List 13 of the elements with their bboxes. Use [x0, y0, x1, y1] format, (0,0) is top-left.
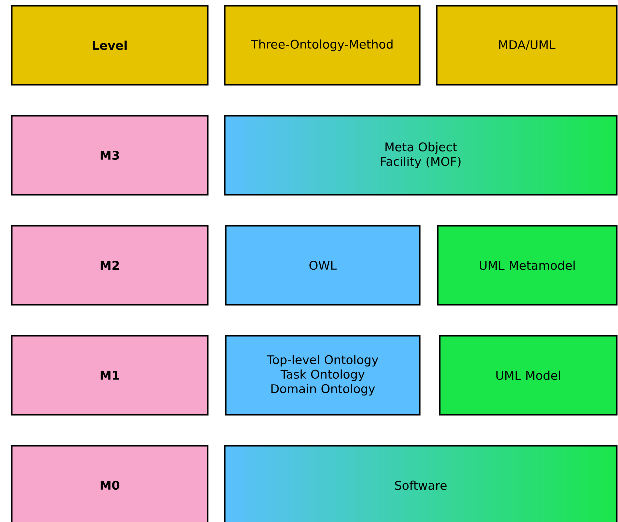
level-box: M1 [11, 335, 209, 416]
ontology-box: OWL [225, 225, 421, 306]
uml-box: UML Model [439, 335, 618, 416]
level-box: M3 [11, 115, 209, 196]
level-box: M0 [11, 445, 209, 522]
level-header-box: Level [11, 5, 209, 86]
uml-box: UML Metamodel [437, 225, 618, 306]
column-header-box: MDA/UML [436, 5, 618, 86]
ontology-box: Top-level Ontology Task Ontology Domain Ontology [225, 335, 421, 416]
layer-band: Meta Object Facility (MOF) [224, 115, 618, 196]
level-box: M2 [11, 225, 209, 306]
column-header-box: Three-Ontology-Method [224, 5, 421, 86]
layer-band: Software [224, 445, 618, 522]
